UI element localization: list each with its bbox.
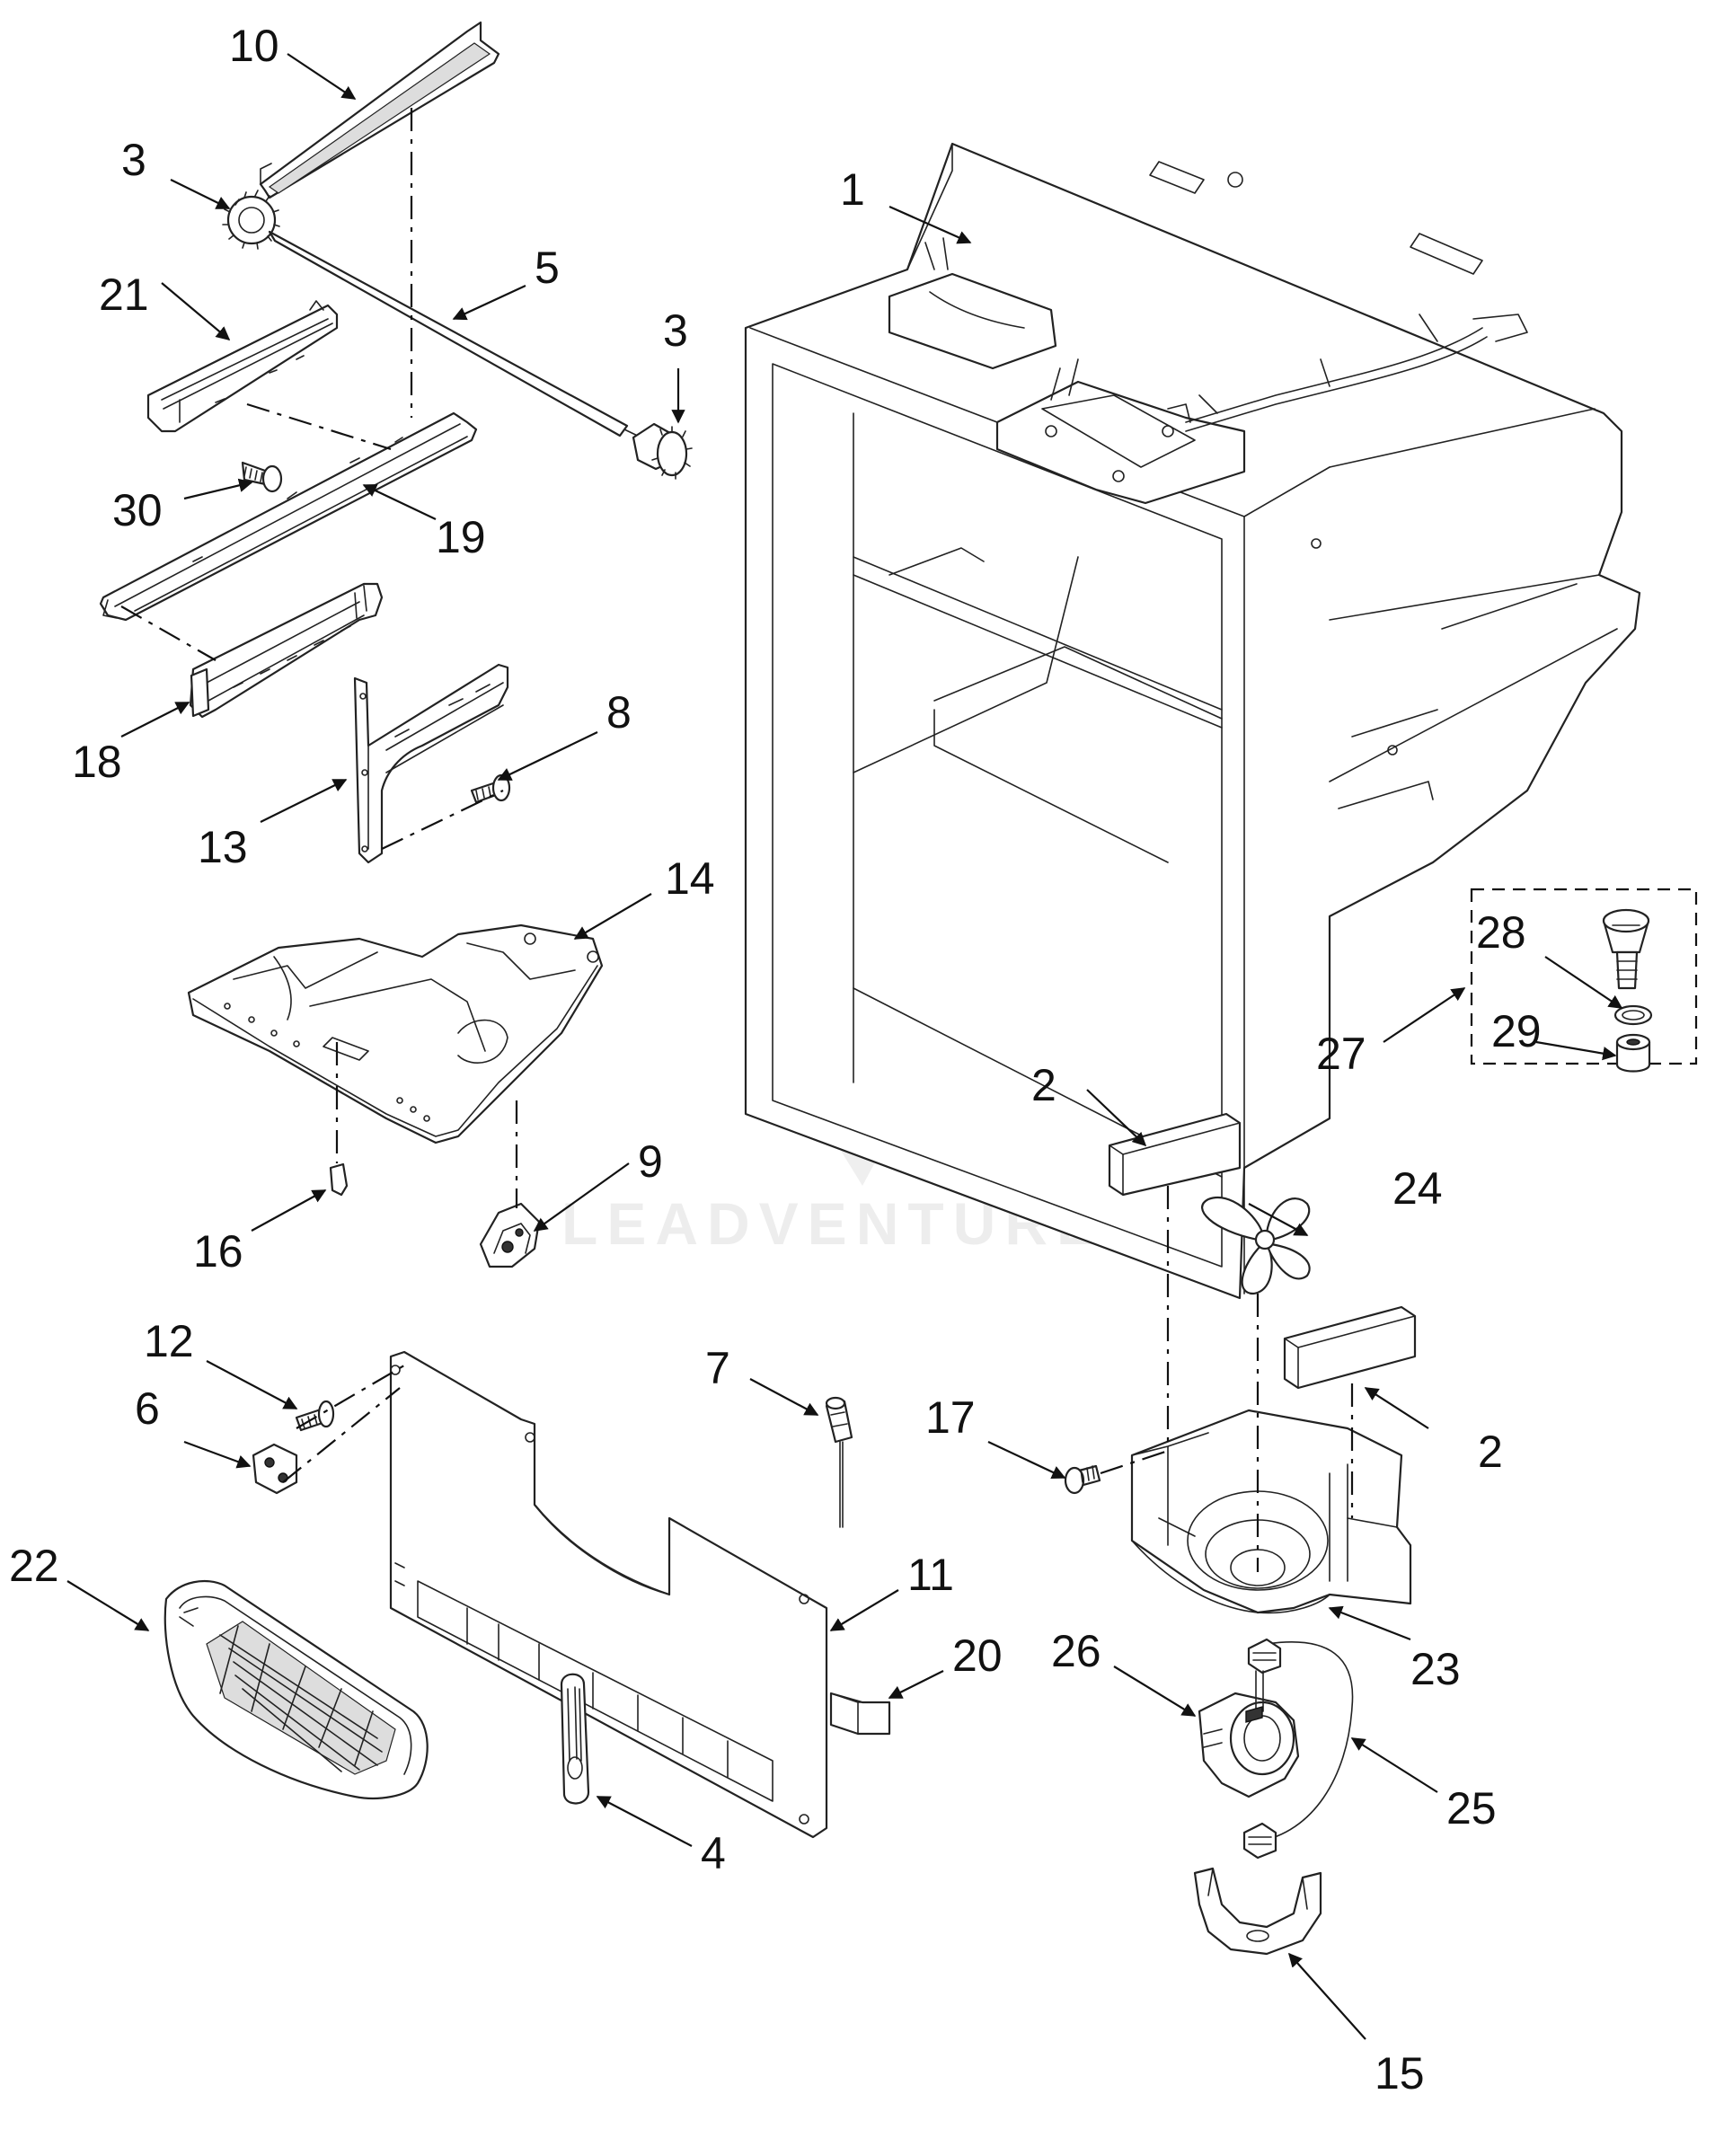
callout-26: 26 <box>1051 1626 1101 1676</box>
callout-6: 6 <box>135 1383 160 1434</box>
callout-20: 20 <box>952 1630 1003 1681</box>
callout-11: 11 <box>907 1550 954 1600</box>
part-16-clip <box>329 1162 349 1197</box>
callout-24: 24 <box>1392 1163 1443 1214</box>
callout-21: 21 <box>99 270 149 320</box>
part-5-shaft <box>268 230 648 441</box>
callout-22: 22 <box>9 1541 59 1591</box>
part-25-wire-harness <box>1242 1638 1354 1860</box>
part-30-screw <box>241 461 283 493</box>
callout-10: 10 <box>229 21 279 71</box>
part-24-fan-blade <box>1201 1197 1311 1295</box>
callout-16: 16 <box>193 1226 243 1277</box>
part-20-bar <box>829 1692 891 1736</box>
callout-19: 19 <box>436 512 486 562</box>
callout-5: 5 <box>535 243 560 293</box>
part-6-bracket <box>252 1443 298 1495</box>
callout-25: 25 <box>1446 1783 1497 1833</box>
callout-4: 4 <box>701 1828 726 1878</box>
callout-3-right: 3 <box>663 305 688 356</box>
callout-9: 9 <box>638 1136 663 1187</box>
callout-27: 27 <box>1316 1029 1366 1079</box>
callout-14: 14 <box>665 853 715 904</box>
part-9-damper <box>479 1202 541 1268</box>
callout-13: 13 <box>198 822 248 872</box>
part-23-fan-shroud <box>1130 1409 1412 1614</box>
part-1-freezer-liner <box>744 142 1641 1300</box>
part-2-pad-lower <box>1283 1305 1417 1390</box>
callout-29: 29 <box>1491 1006 1542 1056</box>
callout-23: 23 <box>1410 1644 1461 1694</box>
callout-7: 7 <box>705 1343 730 1393</box>
callout-2-lower: 2 <box>1478 1427 1503 1477</box>
part-2-pad-upper <box>1108 1112 1242 1197</box>
part-21-bracket <box>146 300 339 433</box>
leader-lines <box>66 53 1623 2040</box>
callout-30: 30 <box>112 485 163 535</box>
part-10-rail <box>259 21 500 199</box>
part-27-drain-kit <box>1470 888 1698 1073</box>
callout-1: 1 <box>840 164 865 215</box>
part-27-boundary <box>1470 888 1698 1065</box>
callout-12: 12 <box>144 1316 194 1366</box>
callout-8: 8 <box>606 687 632 738</box>
part-26-fan-motor <box>1198 1670 1300 1798</box>
part-18-bracket <box>189 582 384 719</box>
part-4-knob <box>560 1673 590 1805</box>
callout-3-top: 3 <box>121 135 146 185</box>
part-11-panel <box>389 1350 828 1839</box>
callout-17: 17 <box>925 1392 976 1443</box>
part-3-gear-right <box>632 422 693 480</box>
part-8-screw <box>470 773 511 804</box>
callout-15: 15 <box>1375 2048 1425 2099</box>
part-7-sensor <box>825 1396 853 1528</box>
part-22-grille <box>164 1579 429 1799</box>
callout-2-upper: 2 <box>1031 1060 1056 1110</box>
part-15-motor-bracket <box>1193 1867 1322 1956</box>
assembly-lines <box>120 108 1354 1572</box>
part-13-side-panel <box>353 663 509 864</box>
part-17-screw <box>1064 1464 1101 1495</box>
part-14-cover <box>187 923 604 1144</box>
part-3-gear-top <box>222 190 280 250</box>
callout-labels: 1 2 2 3 3 4 5 6 7 8 9 10 11 12 13 14 15 … <box>9 21 1542 2099</box>
part-19-slide-rail <box>99 411 478 622</box>
callout-28: 28 <box>1476 907 1526 958</box>
callout-18: 18 <box>72 737 122 787</box>
